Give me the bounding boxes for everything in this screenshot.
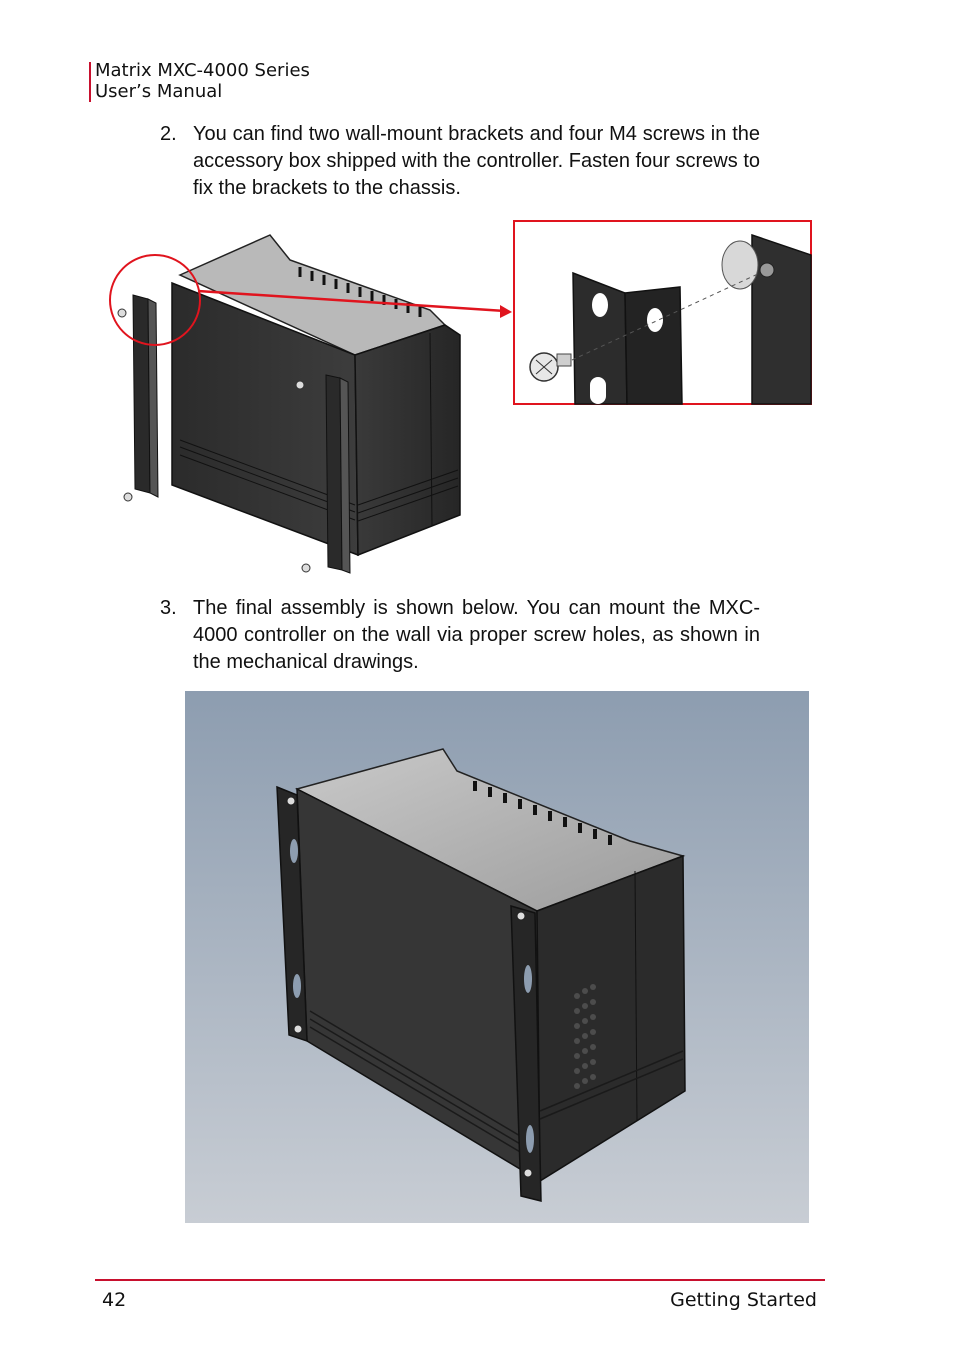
bracket-right [510,904,542,1202]
step-number: 2. [160,123,177,145]
step-text: The final assembly is shown below. You c… [193,597,760,673]
header-accent-bar [89,62,91,102]
detail-inset [513,220,812,405]
bracket-left [132,294,159,498]
bracket-right [325,374,351,574]
step-3: 3. The final assembly is shown below. Yo… [160,595,760,676]
screw-icon [117,308,311,573]
chassis-drawing [171,234,461,557]
running-header: Matrix MXC-4000 Series User’s Manual [95,60,310,102]
highlight-circle [109,254,201,346]
final-assembly-figure [185,691,809,1223]
step-text: You can find two wall-mount brackets and… [193,123,760,199]
footer-section: Getting Started [670,1289,817,1311]
page-number: 42 [102,1289,127,1311]
footer-rule [95,1279,825,1281]
header-manual: User’s Manual [95,81,223,102]
bracket-installation-figure [109,220,812,574]
bracket-left [276,785,308,1043]
step-number: 3. [160,597,177,619]
step-2: 2. You can find two wall-mount brackets … [160,121,760,202]
header-series: Matrix MXC-4000 Series [95,60,310,81]
callout-arrow [197,289,506,313]
vent-holes [574,984,596,1089]
